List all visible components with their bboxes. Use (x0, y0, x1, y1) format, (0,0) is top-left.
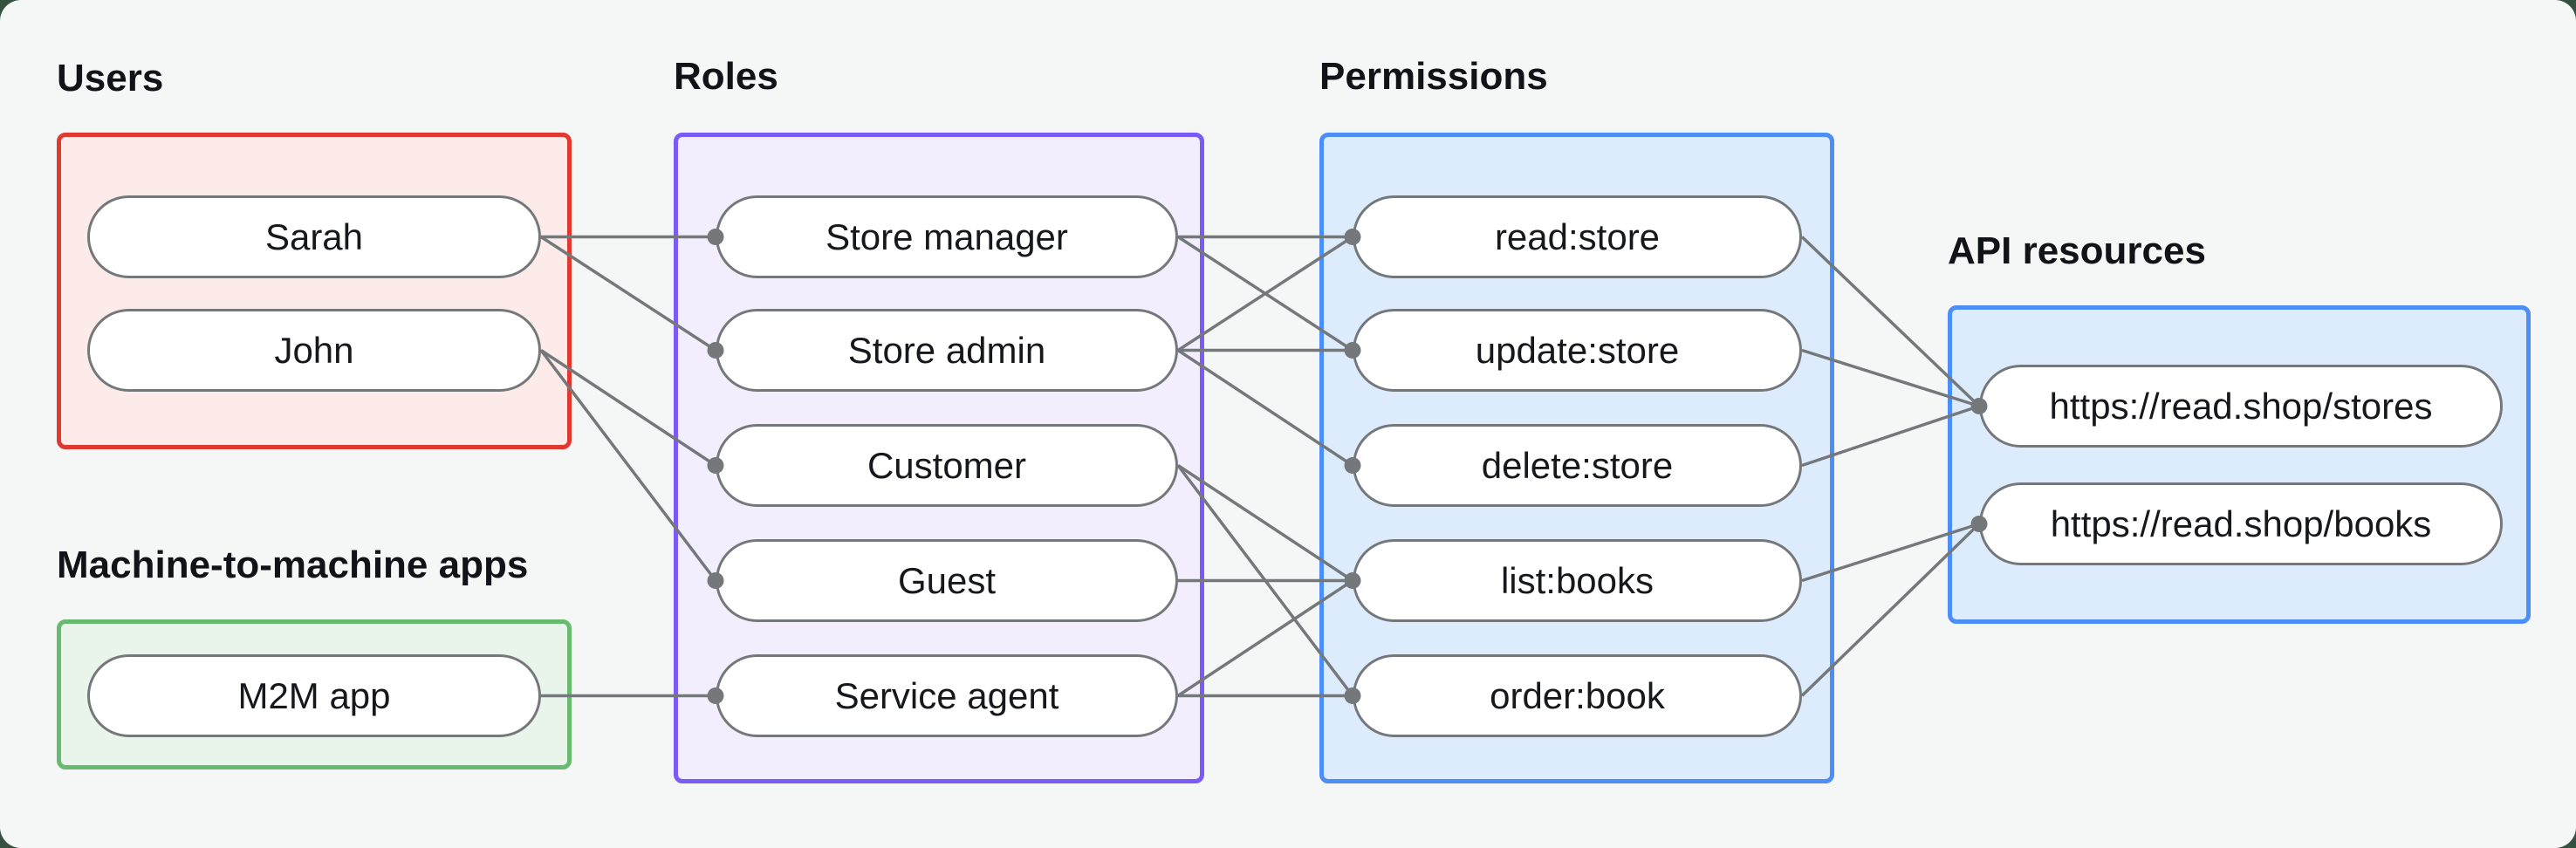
group-title-m2m-apps: Machine-to-machine apps (57, 544, 529, 586)
node-sarah: Sarah (87, 195, 541, 278)
node-list-books: list:books (1353, 539, 1802, 622)
node-store-manager: Store manager (716, 195, 1178, 278)
node-label: Guest (897, 559, 997, 601)
node-john: John (87, 309, 541, 392)
node-update-store: update:store (1353, 309, 1802, 392)
node-label: Store admin (847, 329, 1046, 371)
node-stores-api: https://read.shop/stores (1979, 365, 2503, 448)
node-label: https://read.shop/stores (2049, 385, 2433, 427)
node-guest: Guest (716, 539, 1178, 622)
node-label: update:store (1475, 329, 1680, 371)
node-label: M2M app (237, 674, 391, 716)
node-label: https://read.shop/books (2050, 503, 2432, 544)
group-title-api-resources: API resources (1948, 229, 2206, 272)
node-label: Store manager (826, 215, 1068, 257)
node-books-api: https://read.shop/books (1979, 482, 2503, 565)
node-store-admin: Store admin (716, 309, 1178, 392)
node-label: John (274, 329, 354, 371)
node-label: Service agent (834, 674, 1059, 716)
node-label: Customer (867, 444, 1027, 486)
group-box-api-resources (1948, 305, 2531, 624)
node-order-book: order:book (1353, 654, 1802, 737)
group-box-users (57, 133, 572, 449)
node-label: Sarah (264, 215, 364, 257)
node-label: delete:store (1481, 444, 1674, 486)
node-label: order:book (1490, 674, 1665, 716)
group-title-users: Users (57, 57, 164, 99)
node-service-agent: Service agent (716, 654, 1178, 737)
node-m2m-app: M2M app (87, 654, 541, 737)
node-label: read:store (1494, 215, 1661, 257)
node-customer: Customer (716, 424, 1178, 507)
group-title-roles: Roles (674, 55, 778, 98)
node-read-store: read:store (1353, 195, 1802, 278)
node-delete-store: delete:store (1353, 424, 1802, 507)
node-label: list:books (1500, 559, 1655, 601)
group-title-permissions: Permissions (1319, 55, 1548, 98)
